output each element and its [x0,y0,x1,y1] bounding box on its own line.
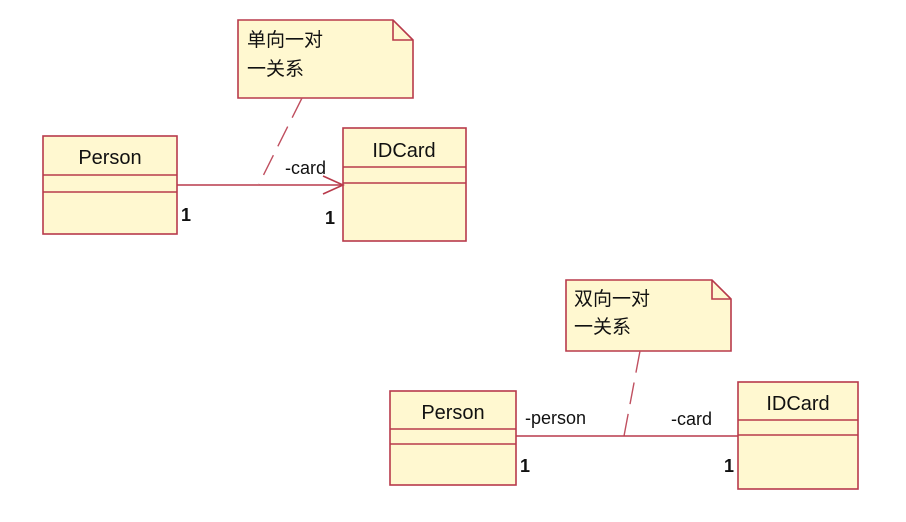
top-class-idcard[interactable]: IDCard [342,127,467,242]
bottom-role-card: -card [671,409,712,429]
top-note-line1: 单向一对 [247,29,323,51]
top-role-card: -card [285,158,326,178]
bottom-mult-right: 1 [724,456,734,476]
bottom-class-person[interactable]: Person [389,390,517,486]
bottom-note[interactable]: 双向一对 一关系 [565,279,732,352]
bottom-note-line2: 一关系 [574,316,631,338]
bottom-role-person: -person [525,408,586,428]
bottom-note-anchor [623,350,641,437]
top-association-arrow[interactable] [177,175,345,195]
top-person-name: Person [78,147,141,169]
top-mult-right: 1 [325,208,335,228]
bottom-idcard-name: IDCard [766,393,829,415]
top-note-line2: 一关系 [247,58,304,80]
top-note[interactable]: 单向一对 一关系 [237,19,414,99]
bottom-mult-left: 1 [520,456,530,476]
top-mult-left: 1 [181,205,191,225]
bottom-person-name: Person [421,402,484,424]
bottom-class-idcard[interactable]: IDCard [737,381,859,490]
top-note-anchor [258,97,303,185]
top-idcard-name: IDCard [372,140,435,162]
top-class-person[interactable]: Person [42,135,178,235]
bottom-note-line1: 双向一对 [574,288,650,310]
